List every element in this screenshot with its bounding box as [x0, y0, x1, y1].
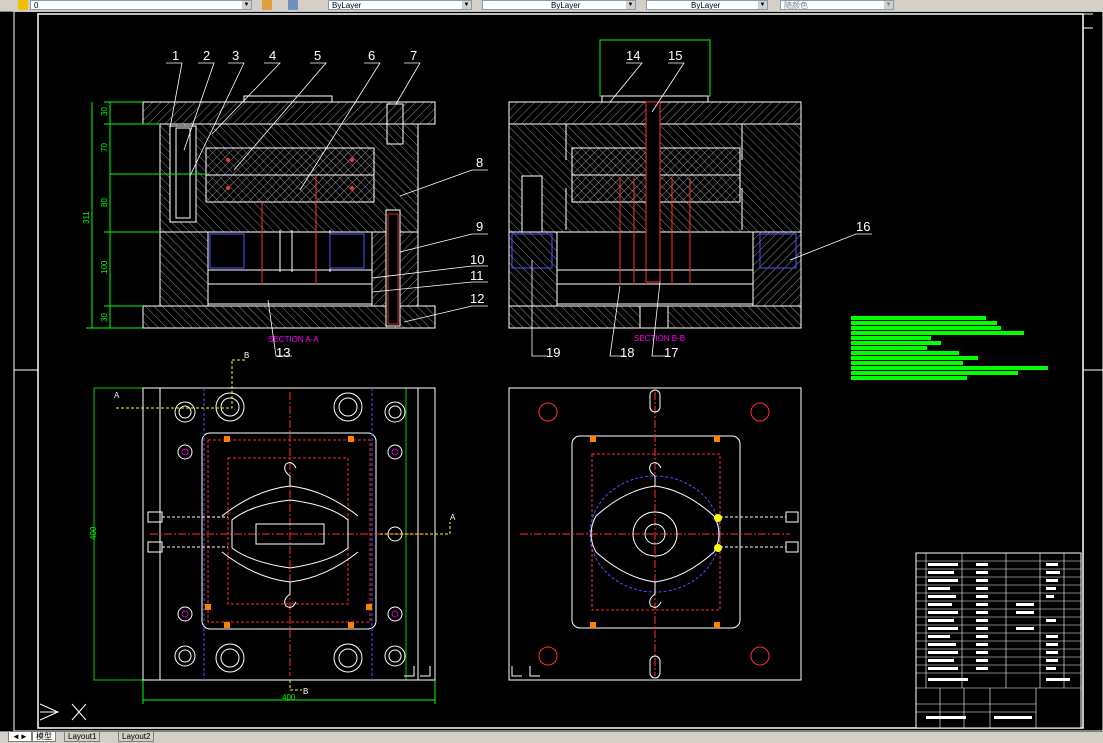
- section-aa-view[interactable]: 30 70 80 100 30 311 SECTION A-A: [82, 95, 436, 344]
- color-value: ByLayer: [332, 1, 362, 10]
- tab-layout2[interactable]: Layout2: [118, 732, 155, 742]
- part-number-6: 6: [368, 48, 375, 63]
- part-number-15: 15: [668, 48, 682, 63]
- part-number-17: 17: [664, 345, 678, 360]
- part-number-10: 10: [470, 252, 484, 267]
- color-dropdown[interactable]: ByLayer ▼: [328, 0, 472, 10]
- lineweight-dropdown[interactable]: ByLayer ▼: [646, 0, 768, 10]
- layer-value: 0: [34, 1, 39, 10]
- part-number-3: 3: [232, 48, 239, 63]
- dim-100: 100: [100, 260, 109, 274]
- section-bb-view[interactable]: SECTION B-B: [508, 39, 802, 343]
- part-number-9: 9: [476, 219, 483, 234]
- part-number-2: 2: [203, 48, 210, 63]
- tab-nav-arrows[interactable]: ◄►: [8, 732, 32, 742]
- layer-manager-icon[interactable]: [288, 0, 298, 10]
- layer-state-icon[interactable]: [262, 0, 272, 10]
- part-number-4: 4: [269, 48, 276, 63]
- tab-model[interactable]: 模型: [32, 732, 56, 742]
- dim-30-top: 30: [100, 107, 109, 116]
- dim-80: 80: [100, 198, 109, 207]
- fixed-half-plan-view[interactable]: [508, 387, 802, 681]
- part-number-11: 11: [470, 268, 484, 283]
- dim-311: 311: [82, 211, 91, 224]
- tab-layout1[interactable]: Layout1: [64, 732, 101, 742]
- crosshair-cursor-icon: [71, 703, 87, 721]
- guide-bushing-holes: [174, 392, 406, 673]
- chevron-down-icon[interactable]: ▼: [884, 1, 893, 9]
- drawing-canvas[interactable]: 30 70 80 100 30 311 SECTION A-A 1 2 3 4 …: [0, 10, 1103, 732]
- dim-30-bottom: 30: [100, 313, 109, 322]
- part-number-18: 18: [620, 345, 634, 360]
- part-number-7: 7: [410, 48, 417, 63]
- lightbulb-icon[interactable]: [18, 0, 28, 10]
- plotstyle-dropdown[interactable]: 随颜色 ▼: [780, 0, 894, 10]
- cut-marker-a-right: A: [450, 513, 456, 522]
- lineweight-value: ByLayer: [691, 1, 721, 10]
- layer-dropdown[interactable]: 0 ▼: [30, 0, 252, 10]
- part-leaders-right: [531, 62, 872, 357]
- part-number-13: 13: [276, 345, 290, 360]
- plotstyle-value: 随颜色: [784, 1, 808, 10]
- dim-400-horizontal: 400: [282, 693, 296, 702]
- dim-400-vertical: 400: [89, 526, 98, 540]
- dim-70: 70: [100, 143, 109, 152]
- cut-marker-b-top: B: [244, 351, 249, 360]
- dimension-chain-left: [86, 101, 160, 329]
- part-number-5: 5: [314, 48, 321, 63]
- properties-toolbar: 0 ▼ ByLayer ▼ ByLayer ▼ ByLayer ▼ 随颜色 ▼: [0, 0, 1103, 12]
- chevron-down-icon[interactable]: ▼: [626, 1, 635, 9]
- section-bb-label: SECTION B-B: [634, 334, 685, 343]
- part-number-1: 1: [172, 48, 179, 63]
- cut-marker-b-bottom: B: [303, 687, 308, 696]
- part-number-19: 19: [546, 345, 560, 360]
- linetype-value: ByLayer: [551, 1, 581, 10]
- part-number-12: 12: [470, 291, 484, 306]
- section-aa-label: SECTION A-A: [268, 335, 319, 344]
- technical-notes-block: [851, 316, 1048, 380]
- part-leaders-left: [166, 62, 488, 357]
- part-number-16: 16: [856, 219, 870, 234]
- cut-marker-a-left: A: [114, 391, 120, 400]
- chevron-down-icon[interactable]: ▼: [758, 1, 767, 9]
- part-number-14: 14: [626, 48, 640, 63]
- part-number-8: 8: [476, 155, 483, 170]
- title-block[interactable]: [915, 552, 1082, 729]
- ucs-icon: [39, 703, 60, 721]
- linetype-dropdown[interactable]: ByLayer ▼: [482, 0, 636, 10]
- moving-half-plan-view[interactable]: B A A B 400 400: [89, 351, 456, 704]
- chevron-down-icon[interactable]: ▼: [462, 1, 471, 9]
- chevron-down-icon[interactable]: ▼: [242, 1, 251, 9]
- layout-tabs-bar: ◄► 模型 Layout1 Layout2: [0, 731, 1103, 743]
